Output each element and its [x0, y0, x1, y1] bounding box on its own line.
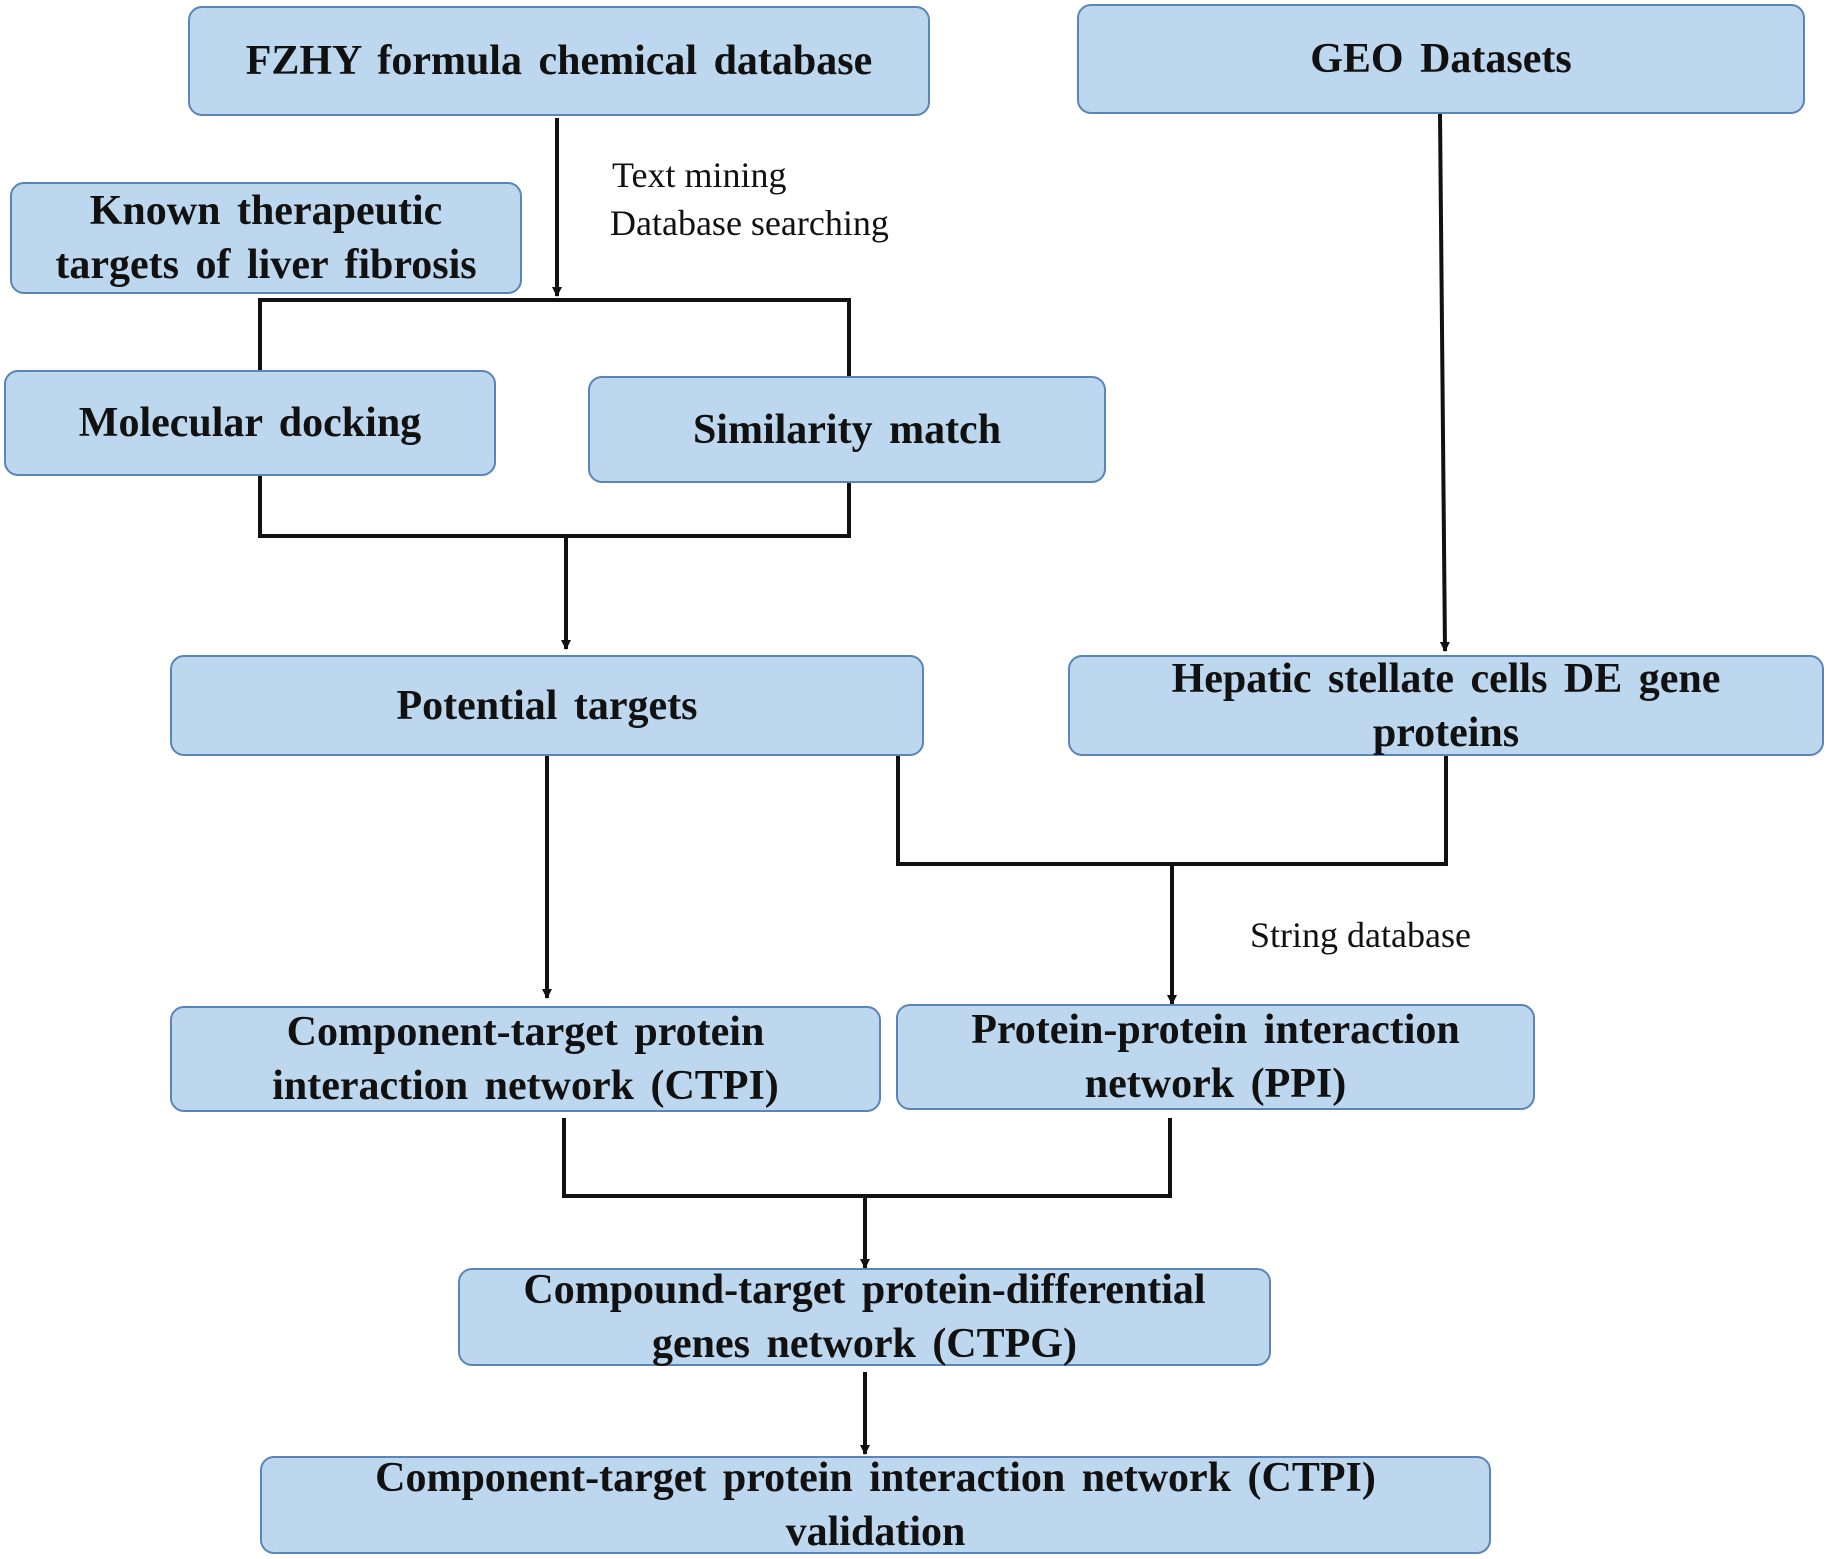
node-fzhy-database: FZHY formula chemical database: [188, 6, 930, 116]
merge-to-ctpg: [562, 1118, 1172, 1198]
node-ppi-line1: Protein-protein interaction: [971, 1007, 1460, 1053]
node-ctpi-validation-line1: Component-target protein interaction net…: [375, 1455, 1376, 1501]
node-hepatic-stellate-line1: Hepatic stellate cells DE gene: [1171, 655, 1721, 702]
node-ctpg: Compound-target protein-differential gen…: [458, 1267, 1271, 1367]
node-ctpi-validation-line2: validation: [785, 1509, 966, 1555]
merge-to-ppi: [896, 756, 1448, 866]
node-ppi-line2: network (PPI): [1084, 1061, 1347, 1107]
edge-label-database-searching: Database searching: [610, 203, 889, 243]
node-ctpi: Component-target protein interaction net…: [170, 1006, 881, 1112]
node-known-targets-line2: targets of liver fibrosis: [55, 242, 477, 288]
node-ctpi-line1: Component-target protein: [286, 1009, 765, 1055]
node-geo-datasets: GEO Datasets: [1077, 4, 1805, 114]
node-ppi: Protein-protein interaction network (PPI…: [896, 1004, 1535, 1110]
node-known-targets-line1: Known therapeutic: [89, 188, 443, 234]
node-ctpg-line1: Compound-target protein-differential: [523, 1267, 1206, 1313]
node-similarity-match: Similarity match: [588, 376, 1106, 483]
branch-top-bracket: [258, 298, 851, 378]
node-potential-targets: Potential targets: [170, 655, 924, 756]
node-hepatic-stellate: Hepatic stellate cells DE gene proteins: [1068, 655, 1824, 756]
node-ctpi-line2: interaction network (CTPI): [272, 1063, 779, 1109]
branch-bottom-bracket: [258, 476, 851, 538]
edge-label-string-database: String database: [1250, 915, 1471, 955]
node-hepatic-stellate-line2: proteins: [1372, 709, 1520, 756]
node-ctpg-line2: genes network (CTPG): [652, 1321, 1077, 1367]
node-molecular-docking: Molecular docking: [4, 370, 496, 476]
node-ctpi-validation: Component-target protein interaction net…: [260, 1455, 1491, 1555]
arrow-geo-to-hepatic: [1438, 113, 1450, 652]
edge-label-text-mining: Text mining: [612, 155, 787, 195]
node-known-targets: Known therapeutic targets of liver fibro…: [10, 182, 522, 294]
